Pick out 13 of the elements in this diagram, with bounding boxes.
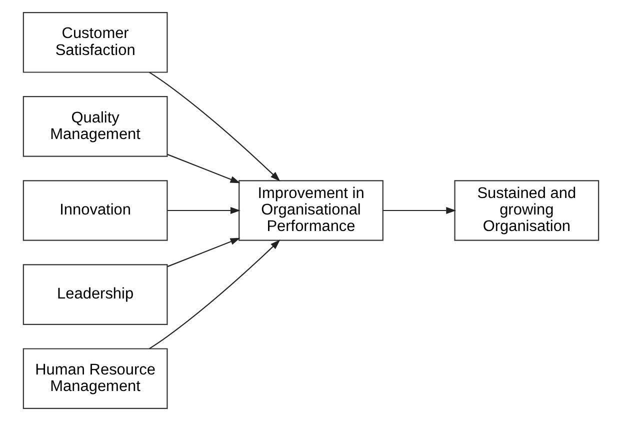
node-box: Leadership: [22, 264, 168, 325]
arrow: [167, 207, 240, 214]
arrow: [148, 72, 280, 182]
arrow: [148, 240, 280, 350]
arrow: [166, 154, 240, 184]
node-box: Innovation: [22, 180, 168, 241]
node-box: Improvement in Organisational Performance: [238, 180, 383, 241]
node-box: Quality Management: [22, 96, 168, 157]
node-box: Human Resource Management: [22, 348, 168, 410]
arrow: [382, 207, 456, 214]
node-box: Sustained and growing Organisation: [454, 180, 599, 241]
node-box: Customer Satisfaction: [22, 12, 168, 73]
arrow: [166, 238, 240, 268]
